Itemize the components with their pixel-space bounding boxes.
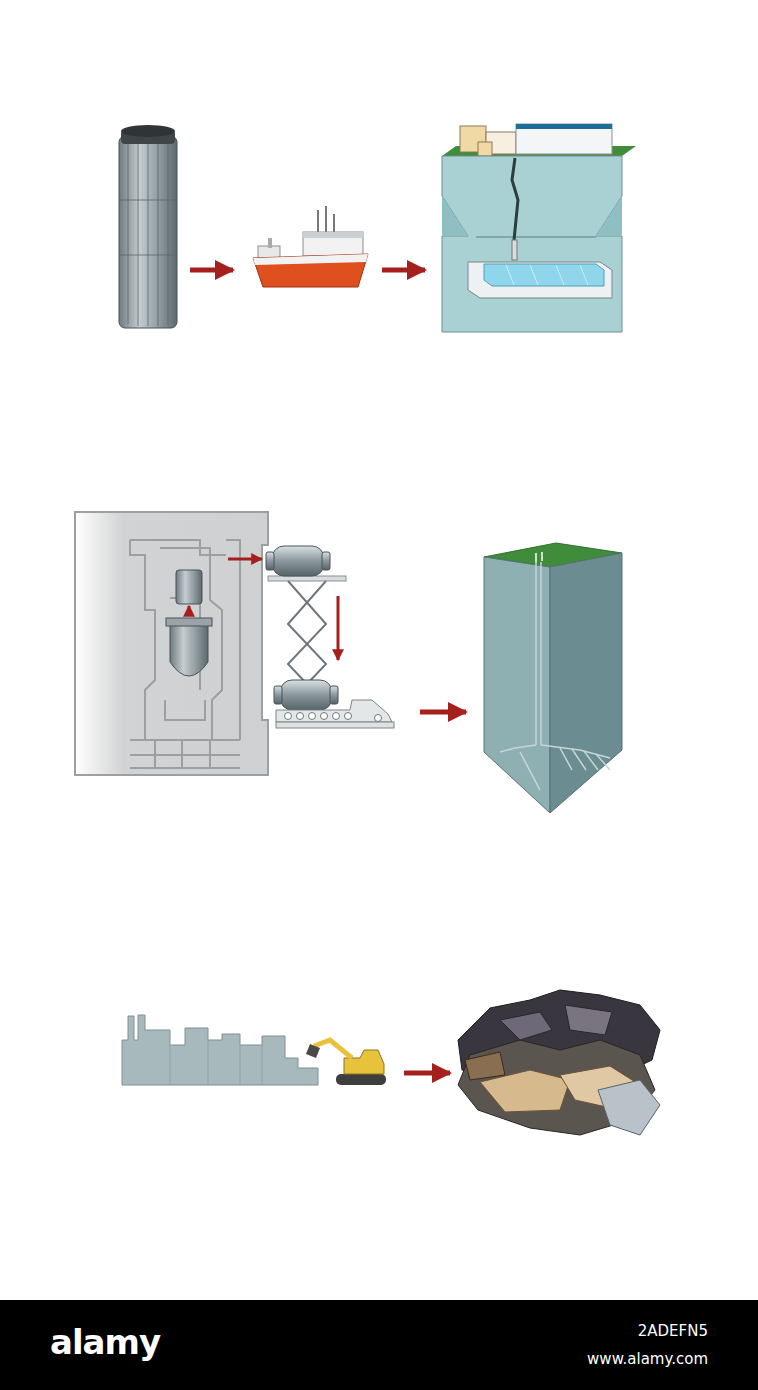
transport-ship bbox=[253, 206, 368, 287]
watermark-logo: alamy bbox=[50, 1322, 160, 1362]
reactor-building bbox=[75, 512, 268, 775]
fuel-element bbox=[119, 125, 177, 328]
website-url: www.alamy.com bbox=[587, 1350, 708, 1368]
storage-facility bbox=[442, 124, 636, 332]
flow-arrow bbox=[404, 1071, 450, 1076]
excavator bbox=[306, 1040, 386, 1085]
demolition-site bbox=[122, 1015, 318, 1085]
image-id: 2ADEFN5 bbox=[638, 1322, 708, 1340]
footer-bar bbox=[0, 1300, 758, 1390]
cask-lift bbox=[266, 546, 394, 728]
flow-arrow bbox=[190, 268, 233, 273]
rubble-pile bbox=[458, 990, 660, 1135]
flow-arrow bbox=[420, 710, 466, 715]
repository-shaft bbox=[484, 543, 622, 813]
flow-arrow bbox=[382, 268, 425, 273]
